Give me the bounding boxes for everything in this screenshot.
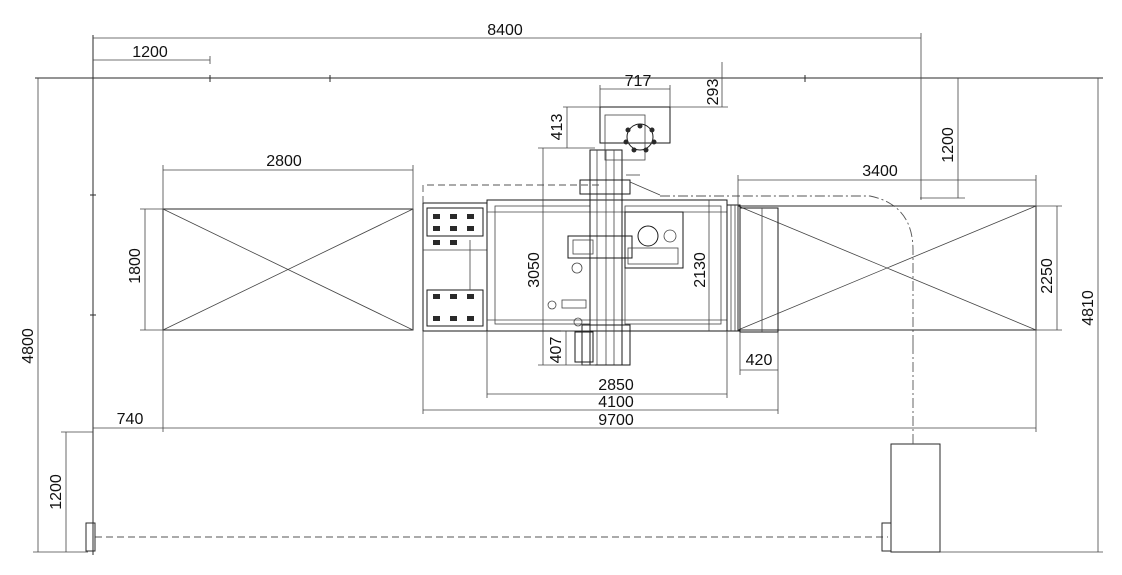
enclosure-outline (35, 35, 1103, 555)
right-unloading-table (737, 205, 1037, 331)
dimension-lines (33, 33, 1103, 553)
dim-2850: 2850 (598, 377, 634, 394)
dim-4810: 4810 (1080, 290, 1097, 326)
dim-407: 407 (548, 337, 565, 364)
machine-body (422, 106, 779, 366)
dim-3050: 3050 (526, 252, 543, 288)
dim-8400: 8400 (487, 22, 523, 39)
dim-740: 740 (117, 411, 144, 428)
left-loading-table (162, 208, 414, 331)
dim-413: 413 (549, 114, 566, 141)
dim-420: 420 (746, 352, 773, 369)
dim-2800: 2800 (266, 153, 302, 170)
dim-293: 293 (705, 79, 722, 106)
dim-9700: 9700 (598, 412, 634, 429)
dim-3400: 3400 (862, 163, 898, 180)
dim-4800: 4800 (20, 328, 37, 364)
dim-1200-left: 1200 (48, 474, 65, 510)
dim-1800: 1800 (127, 248, 144, 284)
dim-2250: 2250 (1039, 258, 1056, 294)
dimension-labels: 8400 1200 717 293 413 1200 2800 3400 180… (20, 22, 1097, 510)
dim-1200-right: 1200 (940, 127, 957, 163)
dim-1200-top: 1200 (132, 44, 168, 61)
dim-717: 717 (625, 73, 652, 90)
dim-4100: 4100 (598, 394, 634, 411)
dim-2130: 2130 (692, 252, 709, 288)
